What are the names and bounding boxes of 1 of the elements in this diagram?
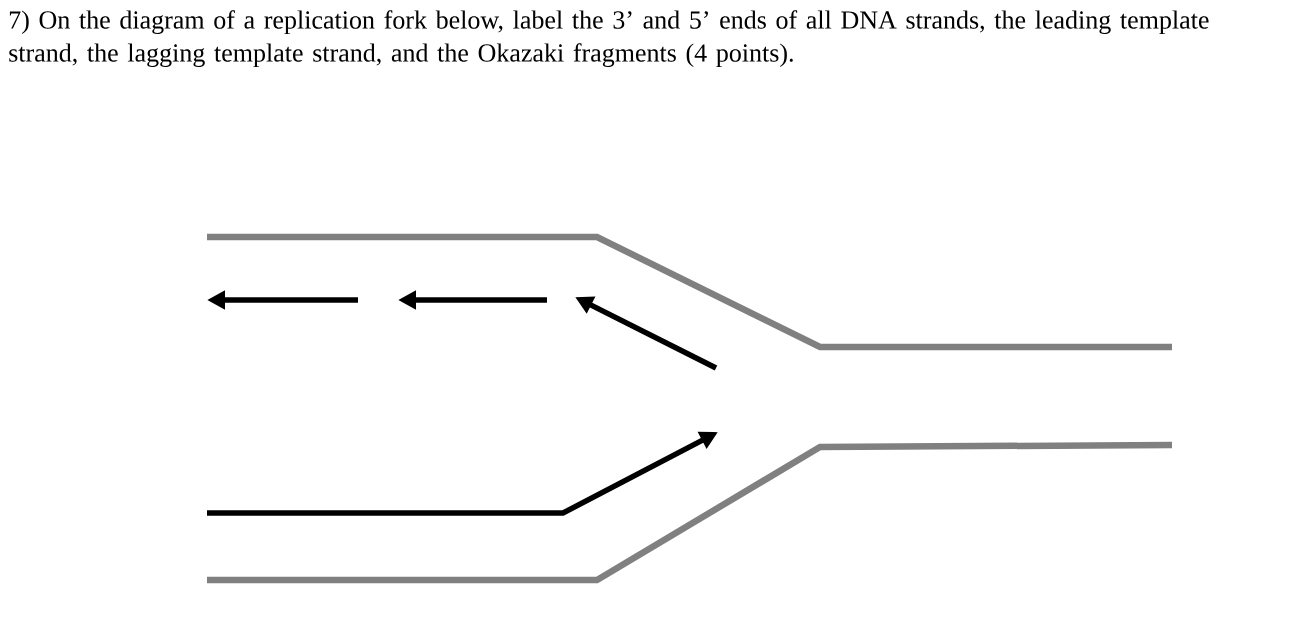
question-text: 7) On the diagram of a replication fork below, label the 3’ and 5’ ends of all DNA strands, the leading template strand, the lagging template strand, and the Okazaki fragments (4 points). xyxy=(9,10,1209,68)
